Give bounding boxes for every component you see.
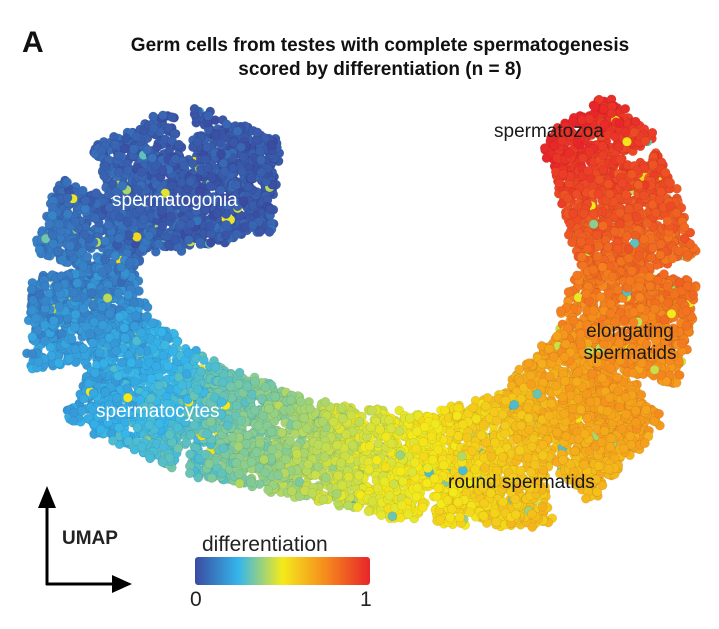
cell-point (57, 255, 68, 265)
title-line-1: Germ cells from testes with complete spe… (130, 35, 630, 56)
chart-title: Germ cells from testes with complete spe… (60, 34, 700, 82)
cell-point (234, 367, 245, 378)
panel-label: A (22, 26, 44, 59)
title-line-2: scored by differentiation (n = 8) (238, 59, 522, 80)
points-layer (22, 94, 701, 532)
cell-point (514, 364, 525, 375)
